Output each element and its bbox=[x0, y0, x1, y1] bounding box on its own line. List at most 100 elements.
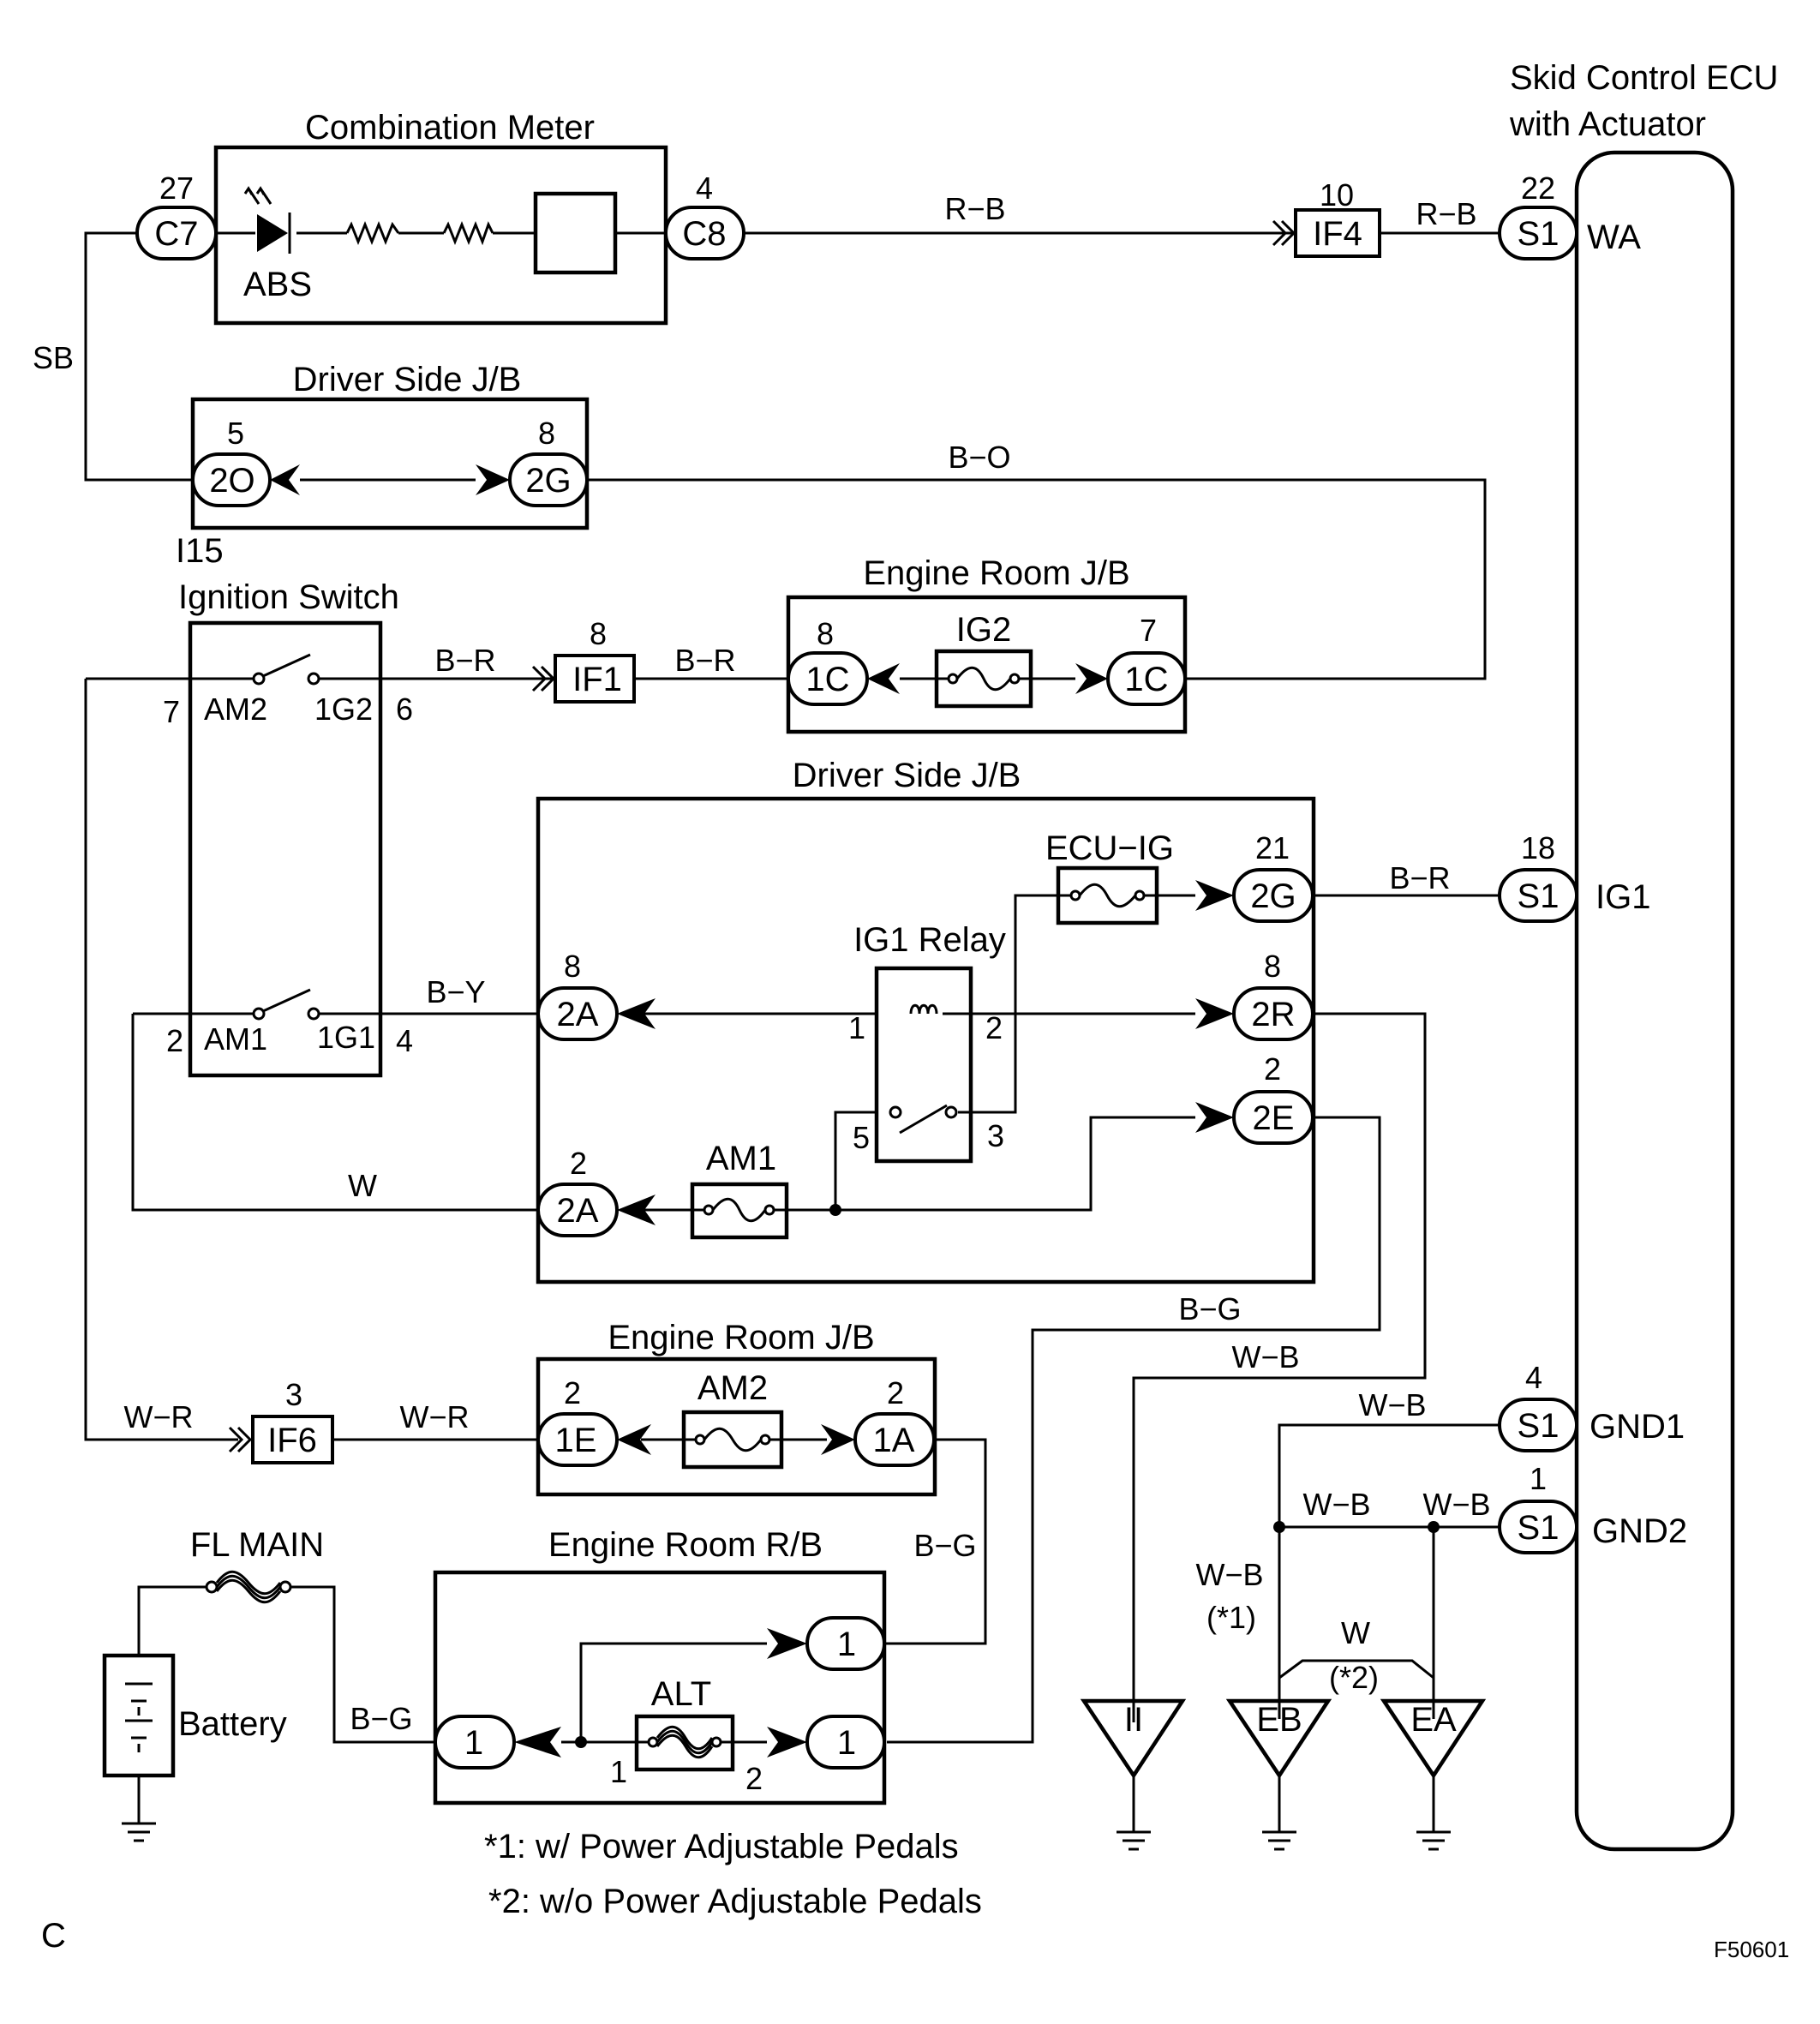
wire-label-bo: B−O bbox=[948, 440, 1010, 475]
switch-pin-4: 4 bbox=[396, 1023, 413, 1058]
ignition-switch-title: Ignition Switch bbox=[178, 578, 399, 616]
chevron-if1 bbox=[531, 665, 556, 692]
engine-room-jb-bottom-box bbox=[536, 1356, 937, 1497]
ecu-pin-4: 4 bbox=[1525, 1360, 1542, 1395]
engine-room-jb-title-1: Engine Room J/B bbox=[863, 554, 1129, 592]
ecu-terminal-wa: WA bbox=[1587, 219, 1641, 256]
relay-pin-5: 5 bbox=[853, 1120, 870, 1155]
wire-label-w-ea-note: (*2) bbox=[1329, 1660, 1379, 1695]
wire-bg-1 bbox=[887, 1116, 1381, 1744]
ecu-terminal-ig1: IG1 bbox=[1595, 878, 1650, 916]
figure-code: F50601 bbox=[1714, 1937, 1789, 1962]
ground-label-ea: EA bbox=[1410, 1701, 1457, 1739]
meter-internals bbox=[216, 186, 666, 275]
wire-label-wb-3: W−B bbox=[1302, 1487, 1370, 1522]
wire-label-rb-1: R−B bbox=[944, 191, 1005, 226]
arrow-rb-right-bottom bbox=[767, 1727, 807, 1758]
code-2g-mid: 2G bbox=[1250, 877, 1296, 915]
pin-1a: 2 bbox=[887, 1375, 904, 1410]
chevron-if4 bbox=[1272, 219, 1296, 247]
ecu-terminal-gnd2: GND2 bbox=[1592, 1512, 1687, 1550]
relay-pin-2: 2 bbox=[985, 1010, 1003, 1045]
wire-label-wr-1: W−R bbox=[124, 1399, 194, 1434]
code-1c-left: 1C bbox=[805, 661, 849, 698]
boxes bbox=[188, 145, 1735, 1852]
alt-pin-2: 2 bbox=[745, 1761, 763, 1796]
switch-pin-6: 6 bbox=[396, 692, 413, 727]
terminal-arrows bbox=[228, 219, 1296, 1758]
wire-battery bbox=[137, 1585, 435, 1823]
grounds bbox=[122, 1698, 1487, 1851]
switch-term-1g1: 1G1 bbox=[317, 1020, 375, 1055]
battery bbox=[102, 1653, 176, 1778]
ig1-relay bbox=[874, 966, 973, 1164]
code-2e: 2E bbox=[1253, 1099, 1295, 1137]
ground-point-eb-icon bbox=[1225, 1698, 1332, 1780]
wire-rb-internal bbox=[561, 1642, 767, 1744]
fuse-alt bbox=[634, 1714, 735, 1772]
fuse-ig2 bbox=[934, 649, 1033, 709]
code-rb-right-bottom: 1 bbox=[837, 1724, 856, 1762]
relay-pin-1: 1 bbox=[848, 1010, 865, 1045]
arrow-2e bbox=[1195, 1102, 1234, 1133]
arrow-2o bbox=[270, 464, 300, 495]
pin-2a-bottom: 2 bbox=[570, 1146, 587, 1181]
ignition-switch-box bbox=[188, 620, 383, 1078]
chevron-if6 bbox=[228, 1426, 253, 1453]
arrow-1c-left bbox=[867, 663, 900, 694]
driver-jb-title-1: Driver Side J/B bbox=[293, 361, 522, 398]
code-2r: 2R bbox=[1251, 996, 1295, 1033]
junction-dots bbox=[575, 1204, 1440, 1748]
wire-bg-2 bbox=[884, 1438, 987, 1645]
battery-label: Battery bbox=[178, 1705, 287, 1743]
code-if6: IF6 bbox=[267, 1422, 317, 1459]
pin-if6: 3 bbox=[285, 1377, 302, 1412]
code-1e: 1E bbox=[555, 1422, 597, 1459]
connector-if6 bbox=[251, 1415, 334, 1464]
ground-point-ii-icon bbox=[1080, 1698, 1187, 1780]
arrow-rb-left bbox=[514, 1727, 561, 1758]
wire-label-bg-2: B−G bbox=[913, 1528, 976, 1563]
ecu-connector-s1-ig1: S1 bbox=[1518, 877, 1560, 915]
code-c8: C8 bbox=[682, 215, 726, 253]
fuse-am1 bbox=[690, 1182, 789, 1240]
abs-label: ABS bbox=[243, 266, 312, 303]
connector-c8 bbox=[664, 206, 745, 260]
abs-indicator-icon bbox=[533, 191, 618, 275]
arrow-rb-right-top bbox=[767, 1628, 807, 1659]
fuse-am2-label: AM2 bbox=[697, 1369, 768, 1407]
ground-label-eb: EB bbox=[1256, 1701, 1302, 1739]
ecu-pin-18: 18 bbox=[1521, 830, 1555, 865]
fuse-alt-label: ALT bbox=[651, 1675, 711, 1713]
wire-label-br-2: B−R bbox=[674, 643, 735, 678]
wire-label-by: B−Y bbox=[426, 974, 485, 1009]
switch-pin-7: 7 bbox=[163, 694, 180, 729]
pin-if1: 8 bbox=[590, 616, 607, 651]
arrow-2r bbox=[1195, 998, 1234, 1029]
ecu-title-line1: Skid Control ECU bbox=[1510, 59, 1778, 97]
code-if4: IF4 bbox=[1313, 215, 1362, 253]
wire-label-br-1: B−R bbox=[434, 643, 495, 678]
ecu-pin-22: 22 bbox=[1521, 171, 1555, 206]
engine-room-rb-box bbox=[433, 1570, 887, 1805]
code-rb-left: 1 bbox=[464, 1724, 483, 1762]
fuse-am2 bbox=[681, 1410, 784, 1470]
wire-label-wb-note: (*1) bbox=[1206, 1600, 1256, 1635]
fuses bbox=[205, 649, 1159, 1772]
pin-c8: 4 bbox=[696, 171, 713, 206]
switch-pin-2: 2 bbox=[166, 1023, 183, 1058]
wire-label-wr-2: W−R bbox=[400, 1399, 470, 1434]
pin-1c-left: 8 bbox=[817, 616, 834, 651]
pin-c7: 27 bbox=[159, 171, 194, 206]
code-1a: 1A bbox=[873, 1422, 915, 1459]
led-light-rays-icon bbox=[243, 186, 272, 205]
driver-jb-main-box bbox=[536, 796, 1316, 1284]
ground-label-ii: II bbox=[1124, 1701, 1143, 1739]
wire-label-wb-4: W−B bbox=[1422, 1487, 1490, 1522]
wire-label-rb-2: R−B bbox=[1416, 196, 1476, 231]
wire-label-br-3: B−R bbox=[1389, 860, 1450, 895]
wire-label-w-ea: W bbox=[1341, 1615, 1370, 1650]
resistor-1-icon bbox=[345, 220, 400, 246]
pin-1c-right: 7 bbox=[1140, 613, 1157, 648]
